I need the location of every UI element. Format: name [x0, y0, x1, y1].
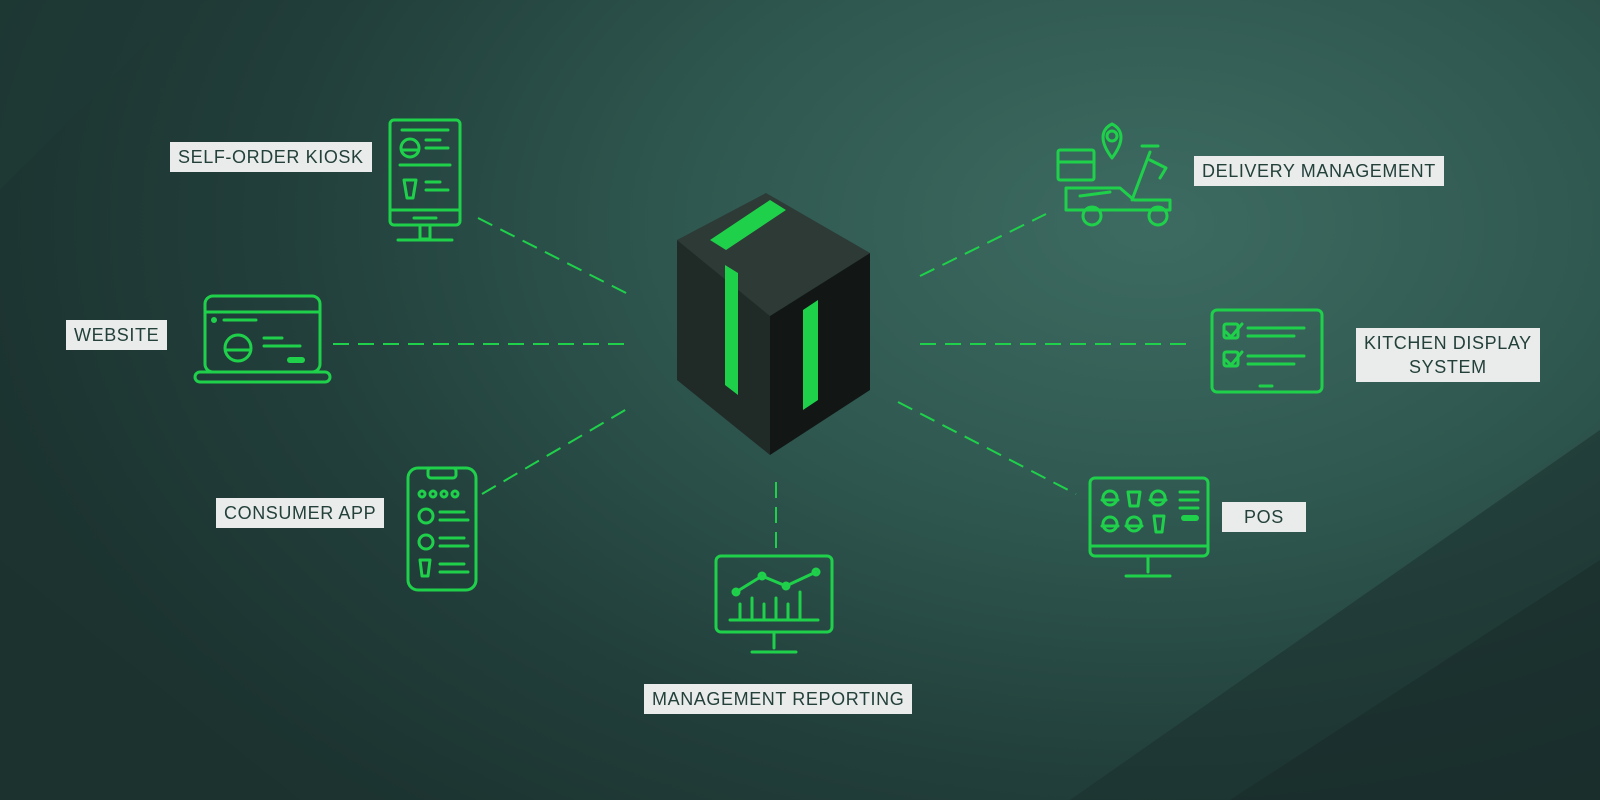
cube-logo-icon — [677, 193, 870, 455]
laptop-icon — [193, 294, 332, 384]
connector-delivery — [919, 213, 1047, 277]
connector-consumer-app — [481, 405, 633, 495]
label-delivery-management: DELIVERY MANAGEMENT — [1194, 156, 1444, 186]
smartphone-icon — [406, 466, 478, 592]
label-website: WEBSITE — [66, 320, 168, 350]
delivery-scooter-icon — [1056, 122, 1172, 227]
kiosk-icon — [388, 118, 462, 242]
label-kitchen-display-system: KITCHEN DISPLAY SYSTEM — [1356, 328, 1540, 382]
pos-monitor-icon — [1088, 476, 1210, 578]
label-pos: POS — [1222, 502, 1306, 532]
label-management-reporting: MANAGEMENT REPORTING — [644, 684, 913, 714]
connector-kiosk — [477, 217, 633, 297]
label-consumer-app: CONSUMER APP — [216, 498, 385, 528]
analytics-monitor-icon — [714, 554, 834, 654]
connector-pos — [897, 401, 1077, 495]
checklist-tablet-icon — [1210, 308, 1324, 394]
label-self-order-kiosk: SELF-ORDER KIOSK — [170, 142, 372, 172]
connectors — [333, 213, 1192, 556]
